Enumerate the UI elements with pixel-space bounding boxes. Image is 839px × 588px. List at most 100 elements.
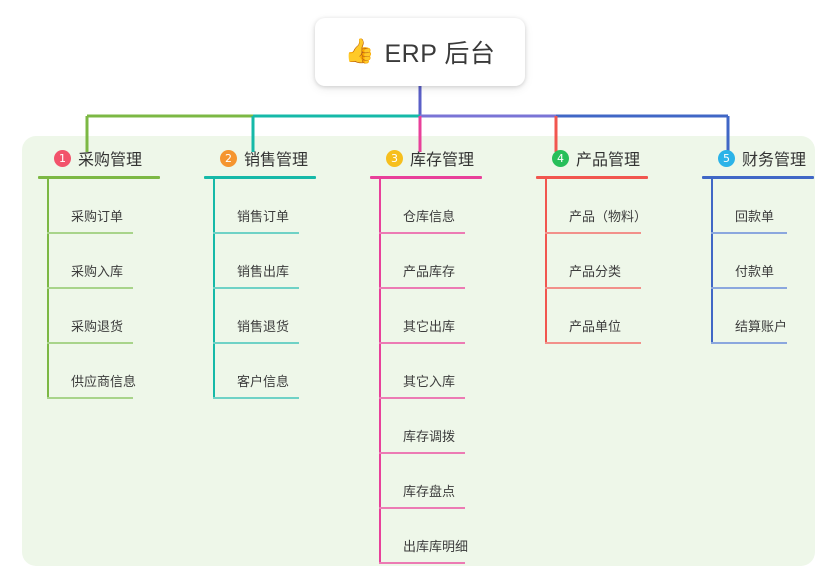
branch-item-label: 其它出库 <box>403 319 456 334</box>
branch-items: 销售订单销售出库销售退货客户信息 <box>204 179 326 399</box>
branch-item-rule <box>213 342 299 344</box>
branch-item[interactable]: 采购入库 <box>38 234 160 289</box>
branch-column-4: 4 产品管理产品（物料） 产品分类产品单位 <box>536 145 658 344</box>
branch-item-rule <box>545 232 641 234</box>
branch-title: 销售管理 <box>244 152 309 169</box>
branch-item-rule <box>213 397 299 399</box>
branch-item[interactable]: 其它出库 <box>370 289 492 344</box>
branch-item[interactable]: 产品分类 <box>536 234 658 289</box>
branch-column-1: 1 采购管理采购订单采购入库采购退货供应商信息 <box>38 145 160 399</box>
branch-item-rule <box>711 342 787 344</box>
branch-item-rule <box>379 507 465 509</box>
branch-item-label: 供应商信息 <box>71 374 137 389</box>
branch-item[interactable]: 销售出库 <box>204 234 326 289</box>
branch-item[interactable]: 客户信息 <box>204 344 326 399</box>
branch-spine <box>545 179 547 344</box>
branch-item[interactable]: 库存盘点 <box>370 454 492 509</box>
branch-item-rule <box>379 562 465 564</box>
branch-title: 产品管理 <box>576 152 641 169</box>
root-node-erp-backend[interactable]: 👍 ERP 后台 <box>315 18 525 86</box>
branch-item-label: 结算账户 <box>735 319 788 334</box>
branch-item-rule <box>213 232 299 234</box>
branch-item[interactable]: 产品库存 <box>370 234 492 289</box>
branch-spine <box>213 179 215 399</box>
branch-column-2: 2 销售管理销售订单销售出库销售退货客户信息 <box>204 145 326 399</box>
branch-item-label: 客户信息 <box>237 374 290 389</box>
branch-item-rule <box>379 287 465 289</box>
branch-item-label: 销售出库 <box>237 264 290 279</box>
branch-item[interactable]: 销售订单 <box>204 179 326 234</box>
branch-item-rule <box>379 232 465 234</box>
branch-item[interactable]: 回款单 <box>702 179 820 234</box>
branch-header-4[interactable]: 4 产品管理 <box>536 145 658 171</box>
branch-item-rule <box>711 287 787 289</box>
branch-number-badge: 5 <box>718 149 735 167</box>
branch-item-label: 产品单位 <box>569 319 622 334</box>
branch-item-label: 产品库存 <box>403 264 456 279</box>
branch-item-rule <box>711 232 787 234</box>
branch-item-rule <box>545 342 641 344</box>
branch-item-label: 销售退货 <box>237 319 290 334</box>
branch-item-label: 库存调拨 <box>403 429 456 444</box>
branch-spine <box>379 179 381 564</box>
branch-item-label: 仓库信息 <box>403 209 456 224</box>
branch-item[interactable]: 销售退货 <box>204 289 326 344</box>
branch-item[interactable]: 库存调拨 <box>370 399 492 454</box>
branch-item-rule <box>47 397 133 399</box>
branch-item-label: 采购退货 <box>71 319 124 334</box>
branch-spine <box>711 179 713 344</box>
branch-item-label: 采购订单 <box>71 209 124 224</box>
thumbs-up-icon: 👍 <box>344 38 375 65</box>
branch-item-rule <box>47 232 133 234</box>
branch-header-5[interactable]: 5 财务管理 <box>702 145 820 171</box>
diagram-panel <box>22 136 815 566</box>
branch-item[interactable]: 仓库信息 <box>370 179 492 234</box>
branch-item[interactable]: 结算账户 <box>702 289 820 344</box>
branch-item-rule <box>379 342 465 344</box>
branch-number-badge: 2 <box>220 149 237 167</box>
branch-title: 采购管理 <box>78 152 143 169</box>
branch-item[interactable]: 采购订单 <box>38 179 160 234</box>
branch-item[interactable]: 产品单位 <box>536 289 658 344</box>
branch-item[interactable]: 其它入库 <box>370 344 492 399</box>
branch-item[interactable]: 产品（物料） <box>536 179 658 234</box>
branch-spine <box>47 179 49 399</box>
branch-number-badge: 4 <box>552 149 569 167</box>
branch-items: 仓库信息产品库存其它出库其它入库库存调拨库存盘点出库库明细 <box>370 179 492 564</box>
branch-column-3: 3 库存管理仓库信息产品库存其它出库其它入库库存调拨库存盘点出库库明细 <box>370 145 492 564</box>
branch-item-label: 其它入库 <box>403 374 456 389</box>
branch-item[interactable]: 付款单 <box>702 234 820 289</box>
branch-column-5: 5 财务管理回款单付款单结算账户 <box>702 145 820 344</box>
branch-item-rule <box>545 287 641 289</box>
branch-header-2[interactable]: 2 销售管理 <box>204 145 326 171</box>
branch-item[interactable]: 采购退货 <box>38 289 160 344</box>
branch-item[interactable]: 出库库明细 <box>370 509 492 564</box>
branch-title: 库存管理 <box>410 152 475 169</box>
branch-underline <box>702 176 814 179</box>
branch-title: 财务管理 <box>742 152 807 169</box>
branch-item-label: 销售订单 <box>237 209 290 224</box>
branch-item-label: 产品（物料） <box>569 209 648 224</box>
branch-underline <box>370 176 482 179</box>
branch-header-1[interactable]: 1 采购管理 <box>38 145 160 171</box>
root-node-title: ERP 后台 <box>384 40 496 68</box>
branch-number-badge: 3 <box>386 149 403 167</box>
branch-underline <box>38 176 160 179</box>
branch-item[interactable]: 供应商信息 <box>38 344 160 399</box>
branch-item-label: 库存盘点 <box>403 484 456 499</box>
branch-item-label: 采购入库 <box>71 264 124 279</box>
branch-items: 产品（物料） 产品分类产品单位 <box>536 179 658 344</box>
branch-item-label: 回款单 <box>735 209 775 224</box>
branch-number-badge: 1 <box>54 149 71 167</box>
branch-item-label: 出库库明细 <box>403 539 469 554</box>
branch-items: 采购订单采购入库采购退货供应商信息 <box>38 179 160 399</box>
branch-items: 回款单付款单结算账户 <box>702 179 820 344</box>
branch-item-rule <box>213 287 299 289</box>
branch-item-rule <box>47 342 133 344</box>
branch-item-rule <box>379 397 465 399</box>
branch-underline <box>204 176 316 179</box>
branch-underline <box>536 176 648 179</box>
branch-header-3[interactable]: 3 库存管理 <box>370 145 492 171</box>
